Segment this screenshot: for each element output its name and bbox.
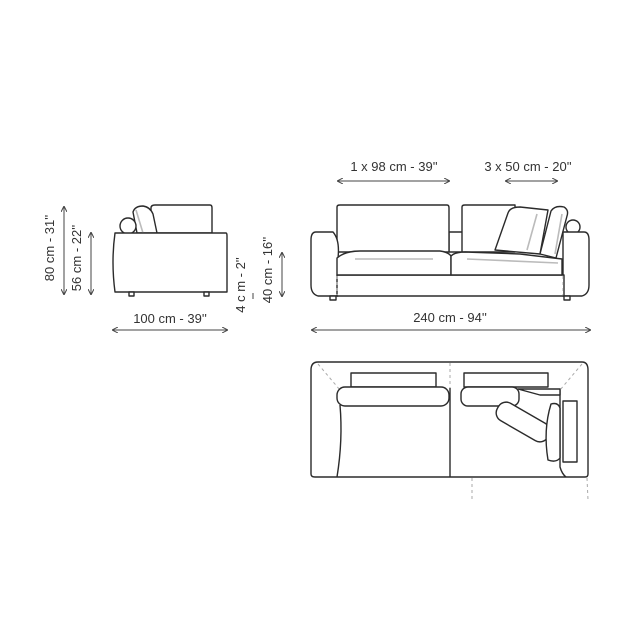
top-side-cushion xyxy=(562,400,578,463)
front-seat-right xyxy=(450,251,563,276)
drawing-stroke xyxy=(554,213,563,255)
drawing-stroke xyxy=(526,213,538,251)
front-backrest-left xyxy=(336,204,450,253)
drawing-stroke xyxy=(336,404,342,478)
front-back-cushion xyxy=(494,206,549,255)
front-base xyxy=(336,274,565,297)
seat-width-label: 1 x 98 cm - 39'' xyxy=(350,159,437,174)
front-arm-left xyxy=(310,231,340,297)
front-seat-left xyxy=(336,250,452,276)
side-leg xyxy=(203,291,210,297)
total-width-label: 240 cm - 94'' xyxy=(413,310,487,325)
armrest-height-label: 56 cm - 22'' xyxy=(69,225,84,291)
drawing-stroke xyxy=(135,209,144,234)
top-seat-right xyxy=(460,386,520,407)
side-bolster-pillow xyxy=(119,217,137,235)
total-height-label: 80 cm - 31'' xyxy=(42,215,57,281)
top-view xyxy=(310,361,589,501)
cushion-width-label: 3 x 50 cm - 20'' xyxy=(484,159,571,174)
leg-height-label: 4 c m - 2'' xyxy=(233,257,248,313)
side-view xyxy=(112,204,228,297)
seat-height-label: 40 cm - 16'' xyxy=(260,237,275,303)
front-view xyxy=(310,204,590,301)
front-leg xyxy=(329,295,337,301)
drawing-stroke xyxy=(586,477,589,501)
top-backrest-right xyxy=(463,372,549,388)
top-backrest-left xyxy=(350,372,437,388)
side-body xyxy=(112,232,228,293)
top-seat-left xyxy=(336,386,450,407)
side-backrest xyxy=(150,204,213,234)
side-leg xyxy=(128,291,135,297)
depth-label: 100 cm - 39'' xyxy=(133,311,207,326)
front-leg xyxy=(563,295,571,301)
side-back-cushion xyxy=(132,205,158,234)
drawing-stroke xyxy=(517,388,561,396)
top-bolster xyxy=(545,402,561,462)
drawing-stroke xyxy=(466,258,559,264)
front-arm-right xyxy=(562,231,590,297)
drawing-stroke xyxy=(559,390,567,478)
drawing-stroke xyxy=(448,231,464,253)
